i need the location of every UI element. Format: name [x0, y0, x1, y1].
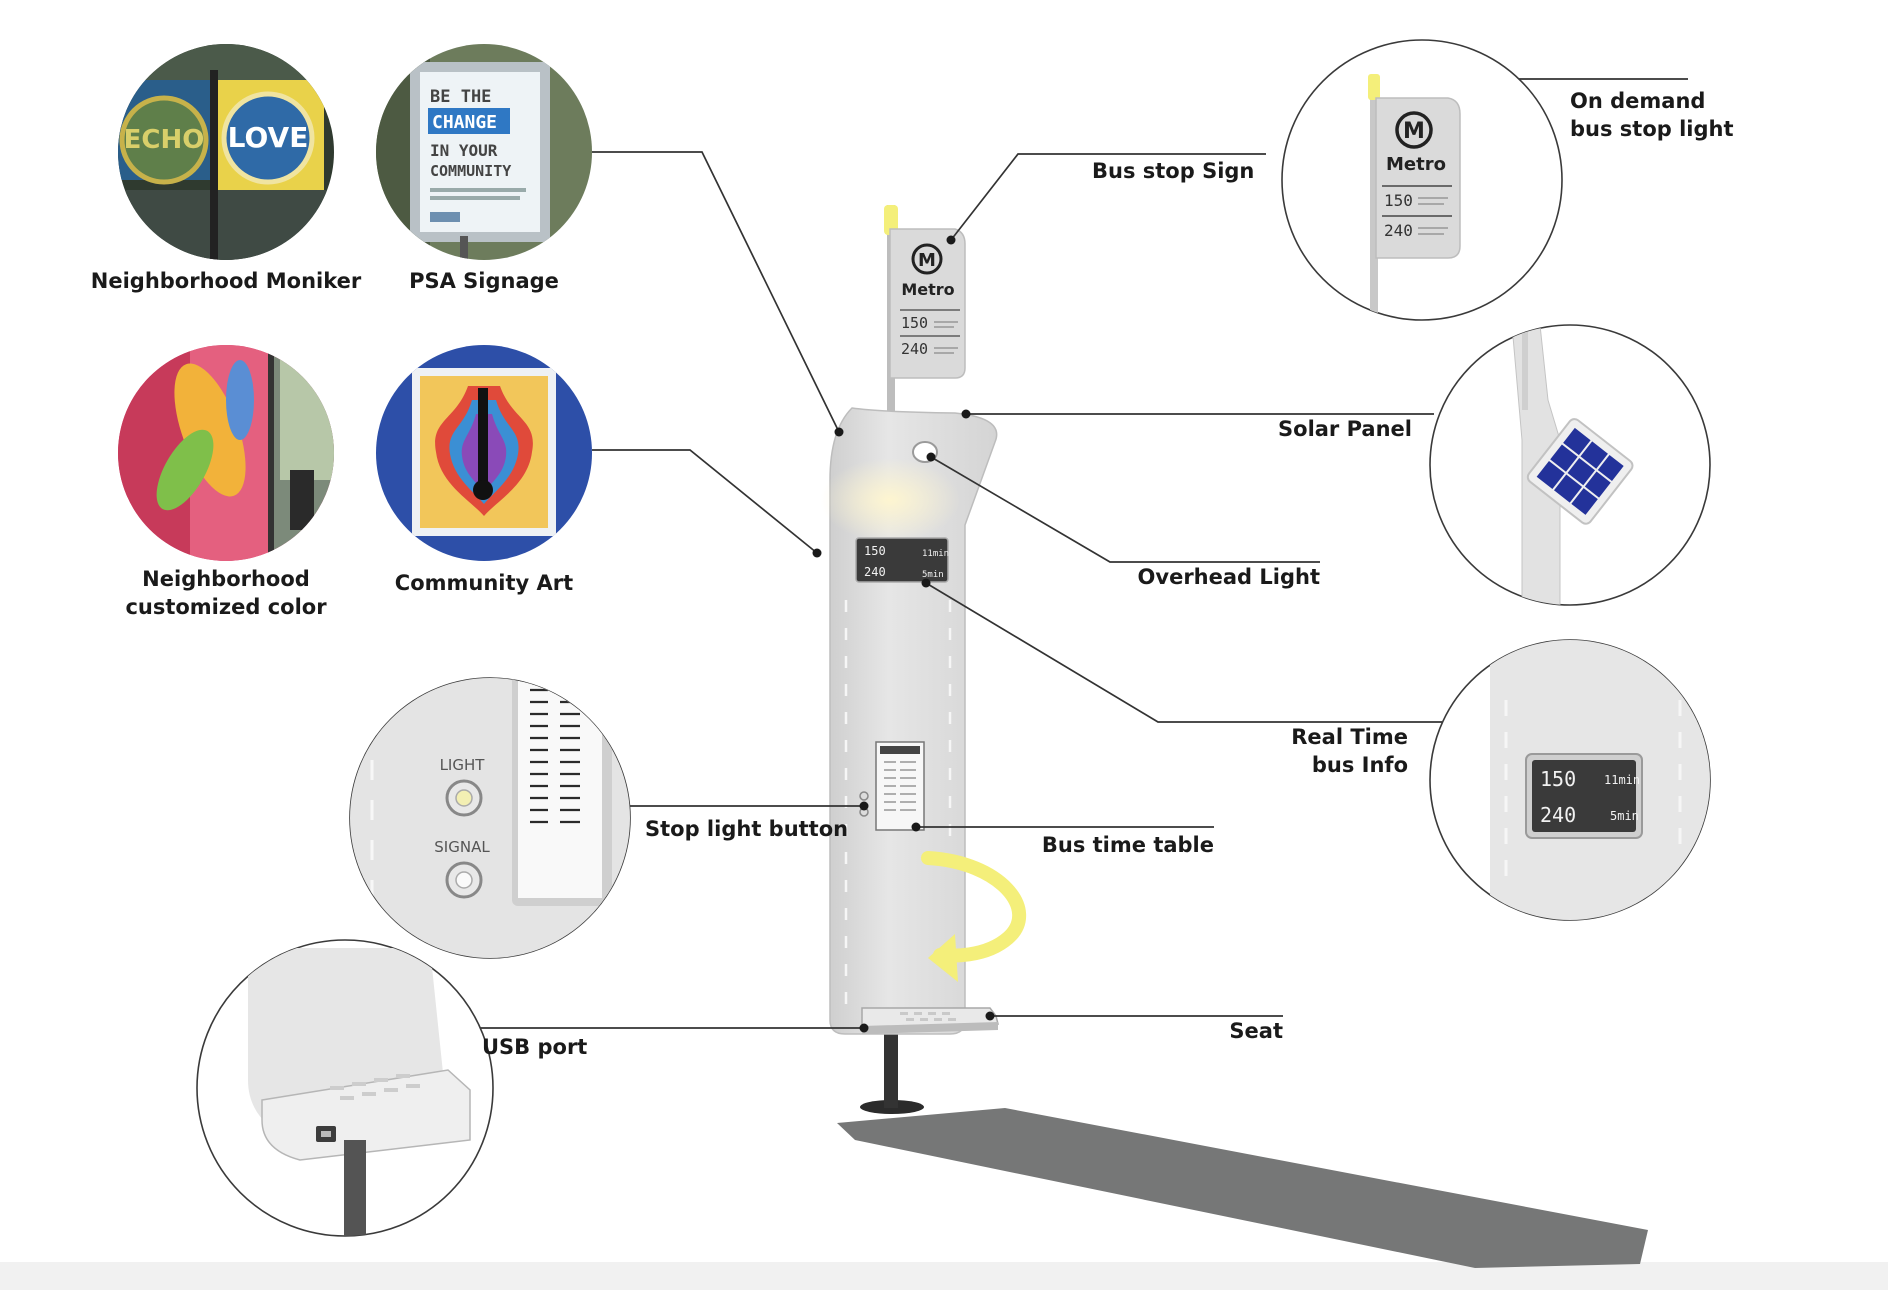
- solar-cells: [1536, 427, 1624, 515]
- detail-stop-light-buttons: LIGHT SIGNAL: [349, 677, 631, 959]
- label-psa-signage: PSA Signage: [409, 269, 559, 293]
- moniker-love-text: LOVE: [228, 121, 309, 154]
- psa-line-2: CHANGE: [432, 112, 497, 133]
- kiosk-display-route-1: 150: [864, 544, 886, 558]
- on-demand-light: [884, 205, 898, 235]
- detail-bus-stop-sign: M Metro 150 240: [1281, 39, 1563, 321]
- detail-sign-brand: Metro: [1386, 154, 1446, 175]
- label-usb-port: USB port: [482, 1035, 587, 1059]
- bottom-band: [0, 1262, 1888, 1290]
- detail-sign-route-2: 240: [1384, 221, 1413, 240]
- thumbnail-psa-signage: BE THE CHANGE IN YOUR COMMUNITY PSA Sign…: [376, 44, 592, 293]
- detail-real-time-info: 150 11min 240 5min: [1429, 639, 1711, 921]
- label-overhead-light: Overhead Light: [1138, 565, 1320, 589]
- detail-solar-panel: [1429, 324, 1711, 606]
- light-button[interactable]: [445, 779, 483, 817]
- label-seat: Seat: [1229, 1019, 1283, 1043]
- detail-display-eta-2: 5min: [1610, 809, 1639, 823]
- callout-labels: Bus stop Sign On demand bus stop light S…: [482, 89, 1734, 1059]
- moniker-echo-text: ECHO: [124, 125, 205, 155]
- leader-real-time: [925, 582, 1442, 723]
- perforations: [844, 600, 952, 1004]
- leader-art: [592, 449, 818, 554]
- label-real-time-line1: Real Time: [1291, 725, 1408, 749]
- label-neighborhood-color-line1: Neighborhood: [142, 567, 310, 591]
- kiosk-display-route-2: 240: [864, 565, 886, 579]
- detail-display-eta-1: 11min: [1604, 773, 1640, 787]
- leader-overhead-light: [930, 456, 1320, 563]
- psa-line-4: COMMUNITY: [430, 162, 511, 180]
- detail-usb-port: [196, 939, 494, 1237]
- light-glow: [820, 458, 960, 542]
- sign-logo: M: [918, 250, 936, 271]
- psa-line-3: IN YOUR: [430, 141, 498, 160]
- kiosk-display-eta-1: 11min: [922, 549, 949, 559]
- label-community-art: Community Art: [395, 571, 573, 595]
- thumbnail-neighborhood-color: Neighborhood customized color: [118, 345, 334, 619]
- label-on-demand-line1: On demand: [1570, 89, 1705, 113]
- label-on-demand-line2: bus stop light: [1570, 117, 1734, 141]
- label-bus-time-table: Bus time table: [1042, 833, 1214, 857]
- label-solar-panel: Solar Panel: [1278, 417, 1412, 441]
- label-neighborhood-color-line2: customized color: [125, 595, 327, 619]
- thumbnail-community-art: Community Art: [376, 345, 592, 595]
- rotation-arrow: [921, 851, 1027, 963]
- seat-post: [884, 1028, 898, 1108]
- kiosk-realtime-display: 150 11min 240 5min: [855, 537, 949, 583]
- ground-shadow: [837, 1108, 1648, 1268]
- bus-stop-sign: M Metro 150 240: [889, 228, 966, 379]
- leader-bus-stop-sign: [950, 153, 1266, 241]
- label-bus-stop-sign: Bus stop Sign: [1092, 159, 1254, 183]
- detail-display-route-1: 150: [1540, 767, 1576, 791]
- sign-route-1: 150: [901, 314, 928, 332]
- kiosk-timetable: [859, 741, 925, 831]
- detail-sign-route-1: 150: [1384, 191, 1413, 210]
- psa-line-1: BE THE: [430, 87, 491, 107]
- label-stop-light-button: Stop light button: [645, 817, 848, 841]
- signal-button-label: SIGNAL: [434, 838, 490, 856]
- bus-stop-kiosk: M Metro 150 240: [820, 205, 1648, 1268]
- kiosk-display-eta-2: 5min: [922, 570, 944, 580]
- thumbnail-neighborhood-moniker: ECHO LOVE Neighborhood Moniker: [91, 44, 362, 293]
- signal-button[interactable]: [445, 861, 483, 899]
- detail-display-route-2: 240: [1540, 803, 1576, 827]
- kiosk-seat: [861, 1007, 999, 1034]
- label-neighborhood-moniker: Neighborhood Moniker: [91, 269, 362, 293]
- sign-brand: Metro: [901, 280, 954, 299]
- light-button-label: LIGHT: [440, 756, 486, 774]
- detail-sign-logo: M: [1403, 119, 1425, 144]
- leader-psa: [592, 151, 840, 433]
- label-real-time-line2: bus Info: [1312, 753, 1408, 777]
- sign-route-2: 240: [901, 340, 928, 358]
